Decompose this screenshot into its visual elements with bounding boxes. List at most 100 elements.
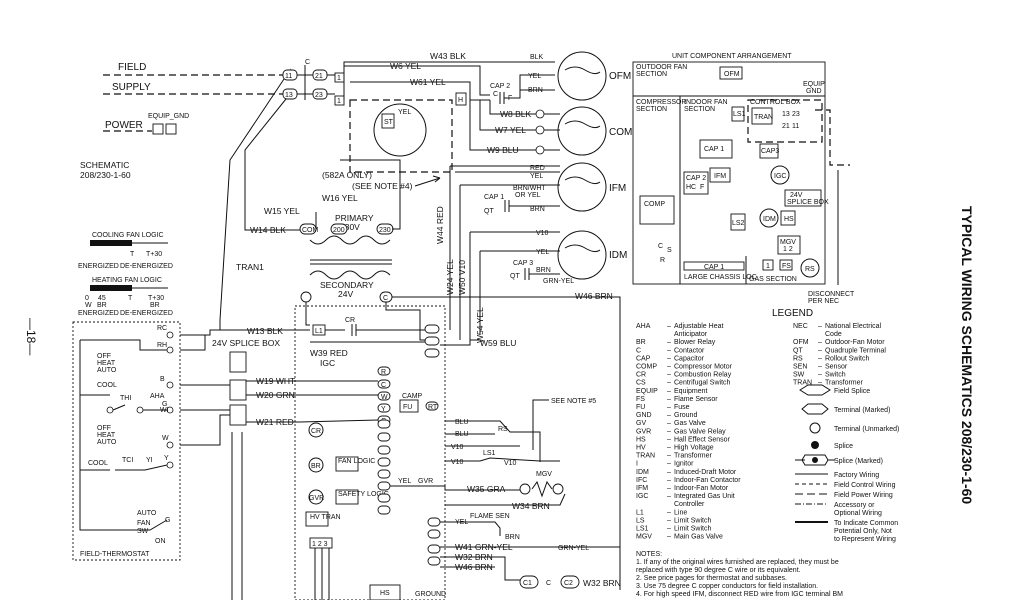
legend-abbrev: LS <box>636 517 645 524</box>
legend-abbrev: SEN <box>793 364 807 371</box>
legend-abbrev: HV <box>636 445 646 452</box>
pin-r <box>377 366 391 376</box>
legend-dash: – <box>667 420 671 427</box>
legend-symbol-label: Field Splice <box>834 388 870 395</box>
legend-abbrev: GVR <box>636 428 651 435</box>
legend-abbrev: RS <box>793 355 803 362</box>
heating-energized: ENERGIZED <box>78 310 119 317</box>
idm-yel-label: YEL <box>536 249 549 256</box>
ua-hc-label: HC <box>686 184 696 191</box>
legend-meaning: Capacitor <box>674 355 705 362</box>
legend-dash: – <box>818 323 822 330</box>
ua-r: R <box>660 257 665 264</box>
secondary-label: SECONDARY <box>320 280 374 290</box>
cooling-energized: ENERGIZED <box>78 263 119 270</box>
ifm-red-label: RED <box>530 165 545 172</box>
ua-gas-section: GAS SECTION <box>749 276 797 283</box>
tstat-rh: RH <box>157 342 167 349</box>
pin-rt-label: RT <box>428 404 438 411</box>
tstat-node-2 <box>136 406 144 414</box>
legend-meaning: Contactor <box>674 347 705 354</box>
igc-term-2 <box>424 336 440 346</box>
legend-meaning: Transformer <box>674 453 713 460</box>
tstat-term-rh <box>166 346 174 354</box>
cap2-c-label: C <box>493 91 498 98</box>
legend-meaning: Induced-Draft Motor <box>674 469 737 476</box>
tstat-term-y <box>166 461 174 469</box>
ua-cap2-label: CAP 2 <box>686 175 706 182</box>
legend-dash: – <box>667 517 671 524</box>
wire-l2-main <box>244 93 300 231</box>
ua-comp-label: COMP <box>644 201 665 208</box>
wire-w59 <box>440 339 480 346</box>
ua-one: 1 <box>766 263 770 270</box>
wire-w44-label: W44 RED <box>435 206 445 244</box>
compressor-section-1: COMPRESSOR <box>636 99 687 106</box>
heating-br-2: BR <box>150 302 160 309</box>
heating-deenergized: DE-ENERGIZED <box>120 310 173 317</box>
optional-motor <box>373 103 427 157</box>
pin-y-label: Y <box>381 406 386 413</box>
wire-w34 <box>445 493 566 506</box>
legend-dash: – <box>667 436 671 443</box>
wire-l1-main <box>219 68 291 330</box>
legend-symbol-label: Factory Wiring <box>834 472 879 479</box>
ua-f-label: F <box>700 184 704 191</box>
ua-mgv-box <box>777 235 801 255</box>
c1-label: C1 <box>523 580 532 587</box>
cooling-deenergized: DE-ENERGIZED <box>120 263 173 270</box>
comp-term-c <box>535 109 545 119</box>
legend-abbrev: AHA <box>636 323 651 330</box>
legend-meaning: Fuse <box>674 404 690 411</box>
legend-meaning: Transformer <box>825 380 864 387</box>
wire-w6-label: W6 YEL <box>390 61 421 71</box>
cr-coil-label: CR <box>311 428 321 435</box>
wire-w59-label: W59 BLU <box>480 338 516 348</box>
legend-abbrev: FS <box>636 396 645 403</box>
ua-disconnect-line <box>815 109 850 166</box>
legend-dash: – <box>667 453 671 460</box>
tstat-b: B <box>160 376 165 383</box>
mgv-term-2 <box>552 483 564 495</box>
splice-box-label: 24V SPLICE BOX <box>212 338 280 348</box>
wire-w32b-label: W32 BRN <box>583 578 621 588</box>
fu-fuse <box>399 399 419 413</box>
wire-w39-label: W39 RED <box>310 348 348 358</box>
ua-ls2-label: LS2 <box>732 220 745 227</box>
splice-marked-symbol <box>795 454 835 466</box>
motors: OFM COMP IFM RED YEL BRN/WHT OR YEL BRN … <box>450 51 639 285</box>
legend-meaning: Equipment <box>674 388 708 395</box>
legend-dash: – <box>667 364 671 371</box>
ua-splice-1: 24V <box>790 192 803 199</box>
igc-pin-f <box>377 481 391 491</box>
legend-meaning: Hall Effect Sensor <box>674 436 731 443</box>
thermostat-outline <box>72 321 181 561</box>
wire-w50-label: W50 V10 <box>457 260 467 295</box>
gvr-coil <box>308 489 324 505</box>
legend-abbrev: HS <box>636 436 646 443</box>
legend-symbol-label: Optional Wiring <box>834 510 882 517</box>
pin-y <box>377 403 391 413</box>
wire-w46-top <box>392 296 621 590</box>
comp-term-s <box>535 145 545 155</box>
field-thermostat: FIELD-THERMOSTAT RC RH B G W Y OFF HEAT … <box>72 321 181 561</box>
legend-abbrev: IFC <box>636 477 647 484</box>
ua-equip: EQUIP <box>803 81 825 88</box>
ifm-oryel-label: OR YEL <box>515 192 541 199</box>
igc-pin-k <box>427 556 441 566</box>
wire-w15-label: W15 YEL <box>264 206 300 216</box>
comp-term-r <box>535 125 545 135</box>
ofm-brn-label: BRN <box>528 87 543 94</box>
page-number: —18— <box>24 318 38 355</box>
comp-label: COMP <box>609 127 639 138</box>
legend-dash: – <box>667 347 671 354</box>
legend-symbol-label: Splice <box>834 443 853 450</box>
legend-abbrev: COMP <box>636 364 657 371</box>
mgv-label: MGV <box>536 471 552 478</box>
flame-brn-label: BRN <box>505 534 520 541</box>
primary-label: PRIMARY <box>335 213 374 223</box>
heating-w: W <box>85 302 92 309</box>
blu-wire-1 <box>445 420 541 462</box>
terminal-11-label: 11 <box>285 73 292 80</box>
